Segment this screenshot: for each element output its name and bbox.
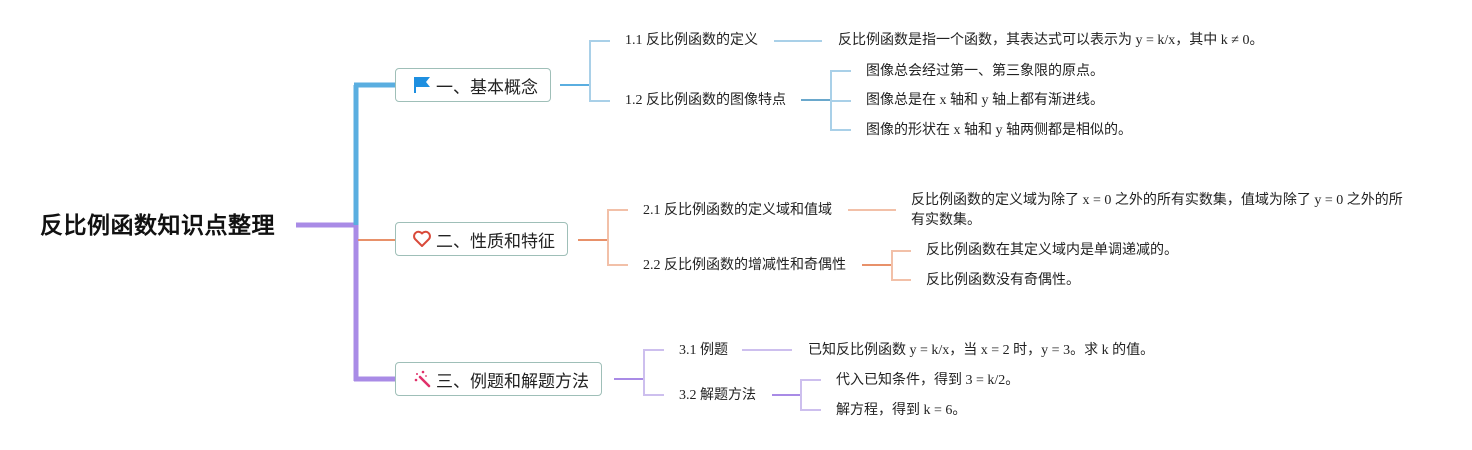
s32-bracket [800,379,821,411]
detail-2-2-2[interactable]: 反比例函数没有奇偶性。 [926,273,1080,288]
topic-examples[interactable]: 三、例题和解题方法 [395,362,602,396]
detail-3-2-1[interactable]: 代入已知条件，得到 3 = k/2。 [836,373,1020,388]
topic-label: 二、性质和特征 [436,231,555,252]
detail-1-2-3[interactable]: 图像的形状在 x 轴和 y 轴两侧都是相似的。 [866,123,1132,138]
detail-1-1-1[interactable]: 反比例函数是指一个函数，其表达式可以表示为 y = k/x，其中 k ≠ 0。 [838,33,1264,48]
detail-2-2-1[interactable]: 反比例函数在其定义域内是单调递减的。 [926,243,1178,258]
subtopic-1-2[interactable]: 1.2 反比例函数的图像特点 [625,93,786,108]
topic-properties[interactable]: 二、性质和特征 [395,222,568,256]
topic-label: 三、例题和解题方法 [436,371,589,392]
t1-bracket [589,40,610,102]
t3-bracket [643,349,664,396]
detail-3-1-1[interactable]: 已知反比例函数 y = k/x，当 x = 2 时，y = 3。求 k 的值。 [808,343,1155,358]
s12-bracket [830,70,851,131]
subtopic-2-1[interactable]: 2.1 反比例函数的定义域和值域 [643,203,832,218]
detail-1-2-2[interactable]: 图像总是在 x 轴和 y 轴上都有渐进线。 [866,93,1104,108]
detail-3-2-2[interactable]: 解方程，得到 k = 6。 [836,403,967,418]
subtopic-1-1[interactable]: 1.1 反比例函数的定义 [625,33,758,48]
topic-basic-concepts[interactable]: 一、基本概念 [395,68,551,102]
heart-icon [412,229,432,249]
topic-label: 一、基本概念 [436,77,538,98]
detail-1-2-1[interactable]: 图像总会经过第一、第三象限的原点。 [866,64,1104,79]
s22-bracket [891,250,911,281]
t2-bracket [607,209,628,266]
magic-wand-icon [412,369,432,389]
subtopic-2-2[interactable]: 2.2 反比例函数的增减性和奇偶性 [643,258,846,273]
subtopic-3-1[interactable]: 3.1 例题 [679,343,728,358]
subtopic-3-2[interactable]: 3.2 解题方法 [679,388,756,403]
detail-2-1-1[interactable]: 反比例函数的定义域为除了 x = 0 之外的所有实数集，值域为除了 y = 0 … [911,193,1403,228]
flag-icon [412,75,432,95]
root-topic[interactable]: 反比例函数知识点整理 [40,213,275,239]
